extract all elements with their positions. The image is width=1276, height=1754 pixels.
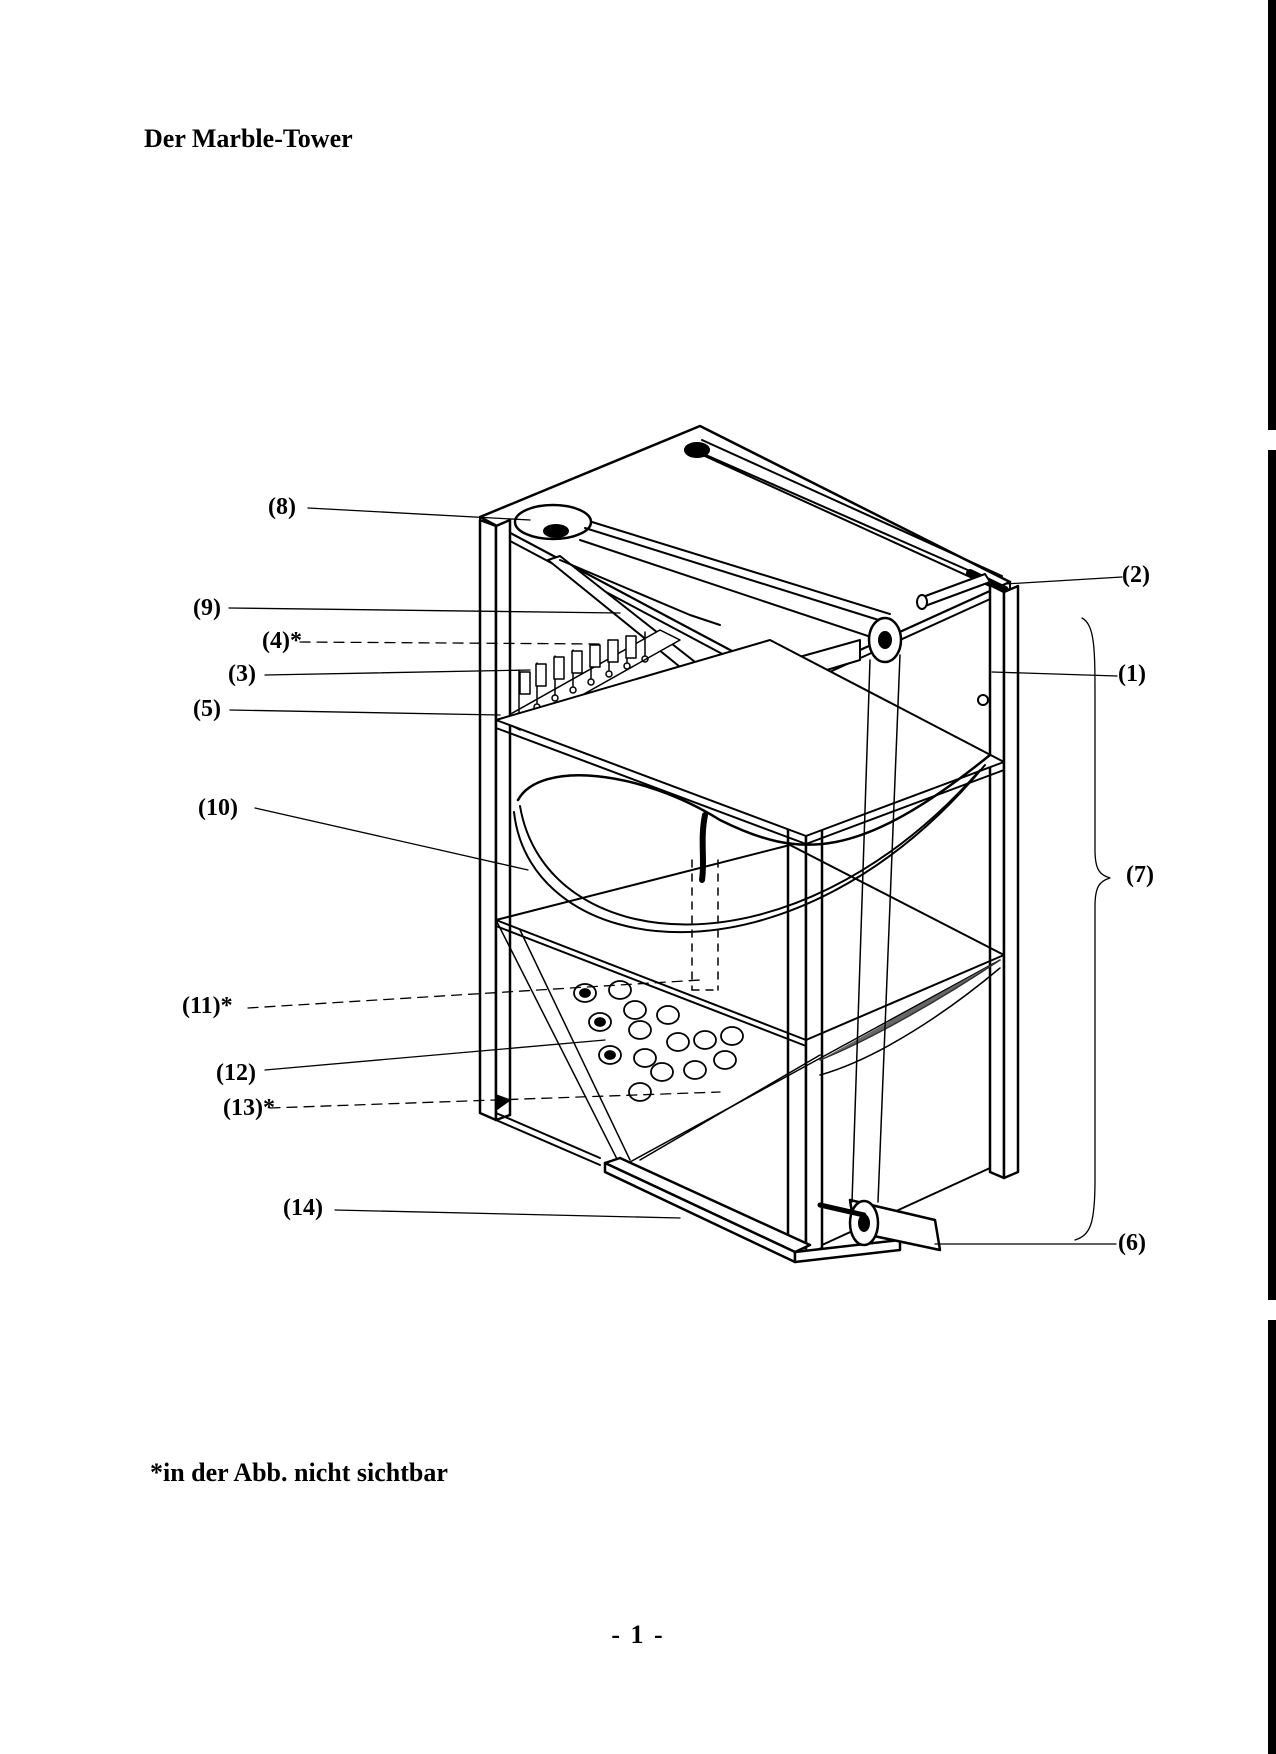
curved-track: [513, 753, 992, 934]
hidden-drop-tube: [691, 859, 719, 991]
callout-4: (4)*: [262, 628, 302, 654]
page-number: - 1 -: [611, 1620, 665, 1649]
scan-edge-mark: [1268, 450, 1276, 1300]
pulley-belt: [851, 654, 901, 1203]
top-pulley: [867, 616, 903, 664]
collection-cone: [495, 919, 1001, 1166]
funnel: [513, 503, 593, 541]
callout-3: (3): [228, 661, 256, 687]
bottom-tray: [603, 1156, 942, 1264]
callout-14: (14): [283, 1195, 323, 1221]
callout-5: (5): [193, 696, 221, 722]
scan-edge-mark: [1268, 0, 1276, 430]
callout-9: (9): [193, 595, 221, 621]
callout-11: (11)*: [182, 993, 233, 1019]
callout-8: (8): [268, 494, 296, 520]
cord-ring: [977, 694, 989, 706]
callout-13: (13)*: [223, 1095, 275, 1121]
callout-7: (7): [1126, 862, 1154, 888]
marble-bins: [573, 980, 744, 1102]
callout-10: (10): [198, 795, 238, 821]
bottom-pulley: [817, 1199, 880, 1247]
callout-1: (1): [1118, 661, 1146, 687]
callout-12: (12): [216, 1060, 256, 1086]
shelf-lower: [495, 844, 1005, 1047]
gate-blocks: [519, 635, 637, 695]
scan-edge-mark: [1268, 1320, 1276, 1754]
marble-track: [579, 521, 891, 641]
callout-2: (2): [1122, 562, 1150, 588]
callout-leaders: [228, 507, 1123, 1245]
callout-6: (6): [1118, 1230, 1146, 1256]
footnote: *in der Abb. nicht sichtbar: [150, 1458, 448, 1487]
crank-handle: [916, 573, 991, 610]
page-title: Der Marble-Tower: [144, 124, 353, 153]
